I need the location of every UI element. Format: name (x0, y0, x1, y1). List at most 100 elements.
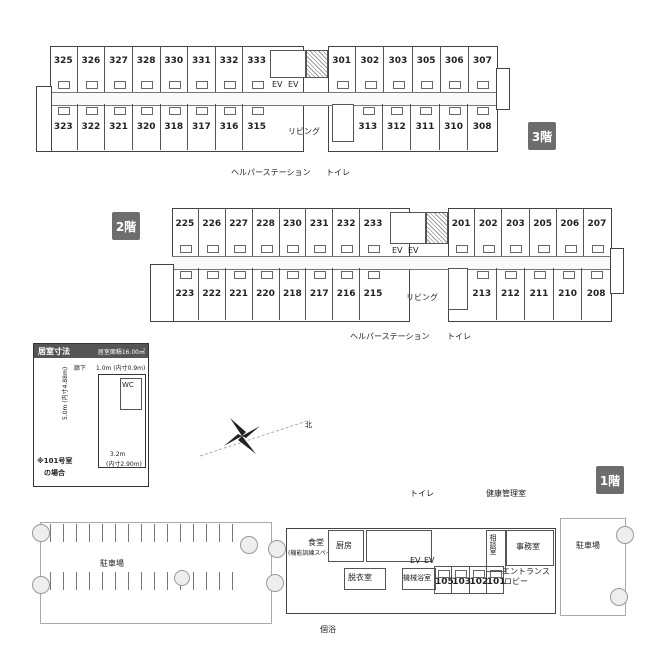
room-number: 230 (283, 218, 302, 229)
floor2-east-stair (610, 248, 624, 294)
room-cell: 228 (253, 208, 280, 256)
room-number: 206 (560, 218, 580, 229)
floor2-helper-station-label: ヘルパーステーション (350, 332, 430, 341)
parking-stall-line (141, 572, 142, 590)
room-fixture-icon (533, 271, 546, 279)
room-fixture-icon (476, 271, 489, 279)
machine-bath-room (402, 568, 436, 590)
room-cell: 316 (216, 104, 244, 150)
room-cell: 327 (105, 46, 133, 92)
room-number: 326 (81, 56, 101, 67)
parking-stall-line (219, 524, 220, 542)
room-cell: 307 (469, 46, 496, 92)
room-cell: 213 (468, 268, 497, 320)
room-number: 312 (386, 122, 406, 133)
room-fixture-icon (341, 271, 354, 279)
floor1-ev1-label: EV (410, 556, 421, 565)
room-cell: 205 (530, 208, 557, 256)
room-cell: 212 (497, 268, 526, 320)
parking-stall-line (102, 524, 103, 542)
room-area-label: 居室面積16.00㎡ (97, 349, 145, 356)
room-cell: 322 (78, 104, 106, 150)
room-cell: 232 (333, 208, 361, 256)
room-number: 216 (336, 288, 356, 299)
room-number: 310 (444, 122, 463, 133)
room-cell: 201 (448, 208, 476, 256)
room-cell: 203 (502, 208, 530, 256)
room-cell: 220 (253, 268, 280, 320)
room-fixture-icon (537, 245, 550, 253)
floor2-living-label: リビング (406, 293, 438, 302)
room-number: 325 (53, 56, 73, 67)
room-number: 303 (388, 56, 408, 67)
room-number: 222 (202, 288, 222, 299)
room-fixture-icon (336, 81, 349, 89)
parking-stall-line (89, 524, 90, 542)
room-number: 101 (486, 577, 506, 588)
floor1-plan: 駐車場 食堂 (機能訓練スペース) 厨房 相談室 事務室 エントランス ロビー … (30, 510, 634, 640)
room-cell: 313 (354, 104, 383, 150)
floor2-toilet-label: トイレ (447, 332, 471, 341)
room-fixture-icon (419, 107, 432, 115)
room-cell: 306 (441, 46, 469, 92)
room-fixture-icon (477, 107, 490, 115)
floor3-elevator-core (270, 50, 306, 78)
room-fixture-icon (206, 245, 219, 253)
room-cell: 222 (199, 268, 226, 320)
room-number: 103 (452, 577, 472, 588)
room-number: 102 (469, 577, 489, 588)
room-number: 307 (473, 56, 492, 67)
lobby-label: ロビー (504, 577, 528, 586)
parking-stall-line (167, 524, 168, 542)
room-fixture-icon (113, 81, 126, 89)
room-cell: 208 (582, 268, 610, 320)
room-number: 208 (586, 288, 606, 299)
parking-left-label: 駐車場 (100, 559, 124, 568)
tree-icon (610, 588, 628, 606)
room-cell: 207 (584, 208, 610, 256)
parking-stall-line (206, 524, 207, 542)
room-cell: 311 (411, 104, 440, 150)
room-fixture-icon (314, 245, 327, 253)
room-fixture-icon (489, 570, 502, 578)
room-fixture-icon (510, 245, 523, 253)
room-fixture-icon (341, 245, 354, 253)
parking-stall-line (141, 524, 142, 542)
room-fixture-icon (168, 81, 181, 89)
room-number: 231 (309, 218, 329, 229)
room-cell: 217 (306, 268, 334, 320)
parking-stall-line (89, 572, 90, 590)
hallway-label: 廊下 (74, 365, 87, 372)
floor3-living-label: リビング (288, 127, 320, 136)
floor1-ev2-label: EV (424, 556, 435, 565)
parking-stall-line (232, 524, 233, 542)
room-number: 207 (587, 218, 607, 229)
room-number: 306 (444, 56, 464, 67)
room-note-line1: ※101号室 (37, 457, 73, 465)
room-number: 322 (81, 122, 101, 133)
compass-north-label: 北 (305, 421, 312, 429)
parking-stall-line (167, 572, 168, 590)
wc-box (120, 378, 142, 410)
door-width-label: 1.0m (内寸0.9m) (96, 365, 146, 372)
room-number: 332 (219, 56, 239, 67)
room-number: 203 (506, 218, 525, 229)
parking-stall-line (206, 572, 207, 590)
parking-left-area (40, 522, 272, 624)
parking-stall-line (193, 572, 194, 590)
room-cell: 312 (383, 104, 412, 150)
parking-stall-line (115, 572, 116, 590)
room-number: 308 (472, 122, 492, 133)
room-cell: 227 (226, 208, 253, 256)
room-number: 315 (247, 122, 267, 133)
tree-icon (266, 574, 284, 592)
room-cell: 221 (226, 268, 253, 320)
room-fixture-icon (564, 245, 577, 253)
floor3-ev2-label: EV (288, 80, 299, 89)
room-number: 211 (529, 288, 549, 299)
room-cell: 328 (133, 46, 161, 92)
